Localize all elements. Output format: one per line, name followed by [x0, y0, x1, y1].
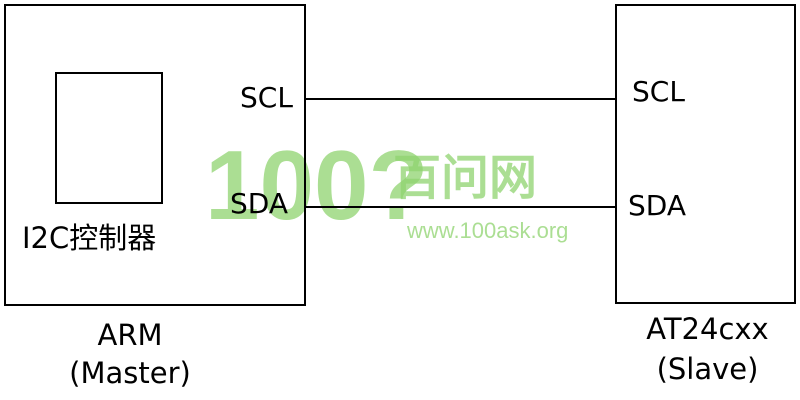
master-caption-name: ARM	[97, 318, 163, 352]
slave-sda-pin-label: SDA	[628, 189, 686, 222]
watermark-logo: 100?	[205, 130, 429, 240]
slave-scl-pin-label: SCL	[632, 75, 685, 108]
slave-caption-name: AT24cxx	[646, 312, 769, 346]
sda-bus-line	[306, 206, 615, 208]
watermark-site-name: 百问网	[393, 150, 538, 206]
watermark-url: www.100ask.org	[407, 218, 569, 243]
slave-device-box	[615, 4, 796, 304]
master-device-box	[4, 4, 306, 306]
master-scl-pin-label: SCL	[240, 81, 293, 114]
master-caption-role: (Master)	[69, 356, 191, 390]
slave-caption-role: (Slave)	[656, 352, 759, 386]
i2c-controller-label: I2C控制器	[22, 221, 157, 255]
master-sda-pin-label: SDA	[230, 187, 288, 220]
i2c-controller-box	[55, 72, 163, 204]
scl-bus-line	[306, 98, 615, 100]
